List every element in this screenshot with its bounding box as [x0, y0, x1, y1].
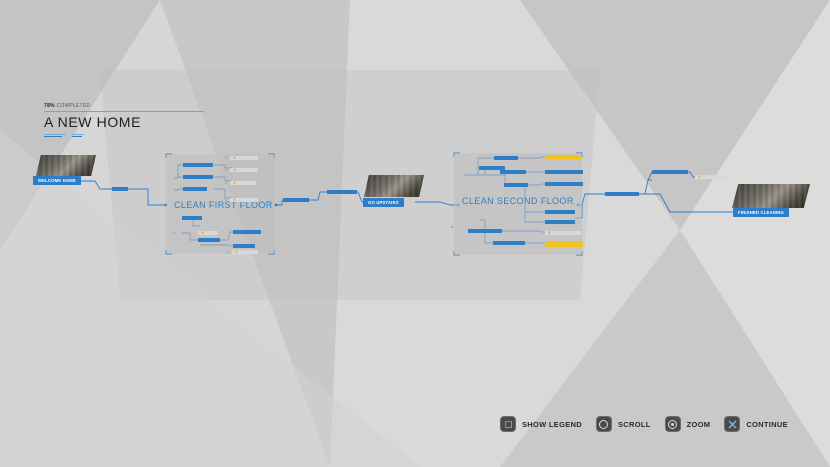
flow-node-yellow[interactable] [545, 241, 583, 247]
flow-node[interactable] [500, 170, 526, 174]
flow-node[interactable] [112, 187, 128, 191]
controls-bar: SHOW LEGEND SCROLL ZOOM CONTINUE [500, 416, 788, 432]
cluster-clean-second-floor[interactable]: CLEAN SECOND FLOOR [462, 196, 574, 206]
flow-node-locked[interactable] [198, 231, 218, 235]
zoom-control[interactable]: ZOOM [664, 416, 711, 432]
flow-node-locked[interactable] [230, 156, 258, 160]
flow-node[interactable] [183, 163, 213, 167]
flow-node[interactable] [183, 175, 213, 179]
flow-node-locked[interactable] [695, 175, 731, 179]
scroll-label: SCROLL [617, 419, 651, 429]
header-divider [44, 111, 204, 112]
cross-button-icon [724, 416, 741, 432]
welcome-home-thumbnail[interactable] [36, 155, 96, 176]
show-legend-control[interactable]: SHOW LEGEND [500, 416, 582, 432]
flow-node[interactable] [545, 170, 583, 174]
show-legend-label: SHOW LEGEND [522, 419, 582, 429]
square-button-icon [500, 416, 516, 432]
flow-node-locked[interactable] [230, 198, 258, 202]
chapter-title: A NEW HOME [44, 114, 142, 130]
node-welcome-home[interactable]: WELCOME HOME [33, 176, 81, 185]
cluster-clean-first-floor[interactable]: CLEAN FIRST FLOOR [174, 200, 273, 210]
flow-node[interactable] [494, 156, 518, 160]
flow-node[interactable] [182, 216, 202, 220]
flow-node-locked[interactable] [232, 250, 258, 254]
scroll-control[interactable]: SCROLL [595, 416, 651, 432]
flow-node[interactable] [233, 230, 261, 234]
flow-node[interactable] [198, 238, 220, 242]
flow-node[interactable] [327, 190, 357, 194]
continue-control[interactable]: CONTINUE [724, 416, 788, 432]
go-upstairs-thumbnail[interactable] [364, 175, 424, 197]
finished-cleaning-thumbnail[interactable] [732, 184, 810, 208]
meta-block-2 [72, 134, 84, 137]
progress-label: COMPLETED [56, 103, 91, 109]
flow-node[interactable] [545, 220, 575, 224]
flow-node[interactable] [233, 244, 255, 248]
left-stick-icon [595, 416, 612, 432]
flow-node-locked[interactable] [230, 181, 256, 185]
flow-node-yellow[interactable] [545, 155, 581, 159]
meta-block-1 [44, 134, 66, 137]
flow-node[interactable] [545, 182, 583, 186]
flow-node-locked[interactable] [230, 168, 258, 172]
flow-node[interactable] [183, 187, 207, 191]
node-finished-cleaning[interactable]: FINISHED CLEANING [733, 208, 789, 217]
chapter-meta [44, 134, 214, 137]
continue-label: CONTINUE [746, 419, 788, 429]
flow-node[interactable] [504, 183, 528, 187]
flow-node[interactable] [283, 198, 309, 202]
chapter-header: 78% COMPLETED A NEW HOME [44, 103, 214, 137]
progress-percent: 78% [44, 103, 55, 109]
completion-progress: 78% COMPLETED [44, 103, 214, 109]
flow-node[interactable] [605, 192, 639, 196]
flow-node[interactable] [545, 210, 575, 214]
right-stick-icon [664, 416, 681, 432]
node-go-upstairs[interactable]: GO UPSTAIRS [363, 198, 404, 207]
zoom-label: ZOOM [686, 419, 711, 429]
flow-node[interactable] [468, 229, 502, 233]
flow-node[interactable] [479, 166, 505, 170]
flow-node[interactable] [493, 241, 525, 245]
flow-node[interactable] [652, 170, 688, 174]
flow-node-locked[interactable] [545, 231, 581, 235]
